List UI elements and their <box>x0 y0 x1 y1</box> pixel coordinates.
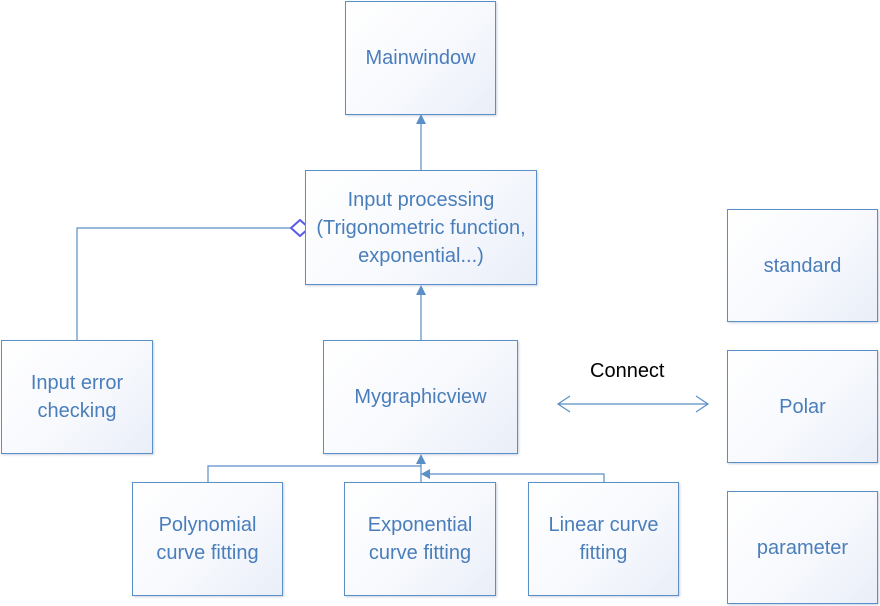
exponential-fitting-label: Exponential curve fitting <box>367 514 473 564</box>
standard-label: standard <box>763 254 842 277</box>
edge-polynomial-to-graphicview <box>207 465 421 482</box>
mainwindow-box: Mainwindow <box>345 1 496 115</box>
arrowhead-graphicview <box>416 454 426 464</box>
input-processing-box: Input processing (Trigonometric function… <box>305 170 537 285</box>
exponential-fitting-box: Exponential curve fitting <box>344 482 496 596</box>
arrowhead-side-graphicview <box>421 469 430 479</box>
edge-errorcheck-to-processing <box>76 227 291 340</box>
polynomial-fitting-box: Polynomial curve fitting <box>132 482 283 596</box>
connect-label: Connect <box>590 360 665 382</box>
connect-arrow-right-head <box>695 395 710 413</box>
polar-box: Polar <box>727 350 878 463</box>
linear-fitting-box: Linear curve fitting <box>528 482 679 596</box>
polar-label: Polar <box>779 395 826 418</box>
arrowhead-processing <box>416 285 426 295</box>
arrowhead-mainwindow <box>416 114 426 124</box>
parameter-box: parameter <box>727 491 878 604</box>
standard-box: standard <box>727 209 878 322</box>
mygraphicview-box: Mygraphicview <box>323 340 518 454</box>
input-processing-label: Input processing (Trigonometric function… <box>316 188 526 267</box>
parameter-label: parameter <box>756 536 849 559</box>
mainwindow-label: Mainwindow <box>365 47 476 69</box>
input-error-checking-box: Input error checking <box>1 340 153 454</box>
input-error-checking-label: Input error checking <box>30 372 124 422</box>
connect-arrow-left-head <box>556 395 571 413</box>
polynomial-fitting-label: Polynomial curve fitting <box>156 514 259 564</box>
linear-fitting-label: Linear curve fitting <box>548 514 659 564</box>
mygraphicview-label: Mygraphicview <box>354 386 487 408</box>
